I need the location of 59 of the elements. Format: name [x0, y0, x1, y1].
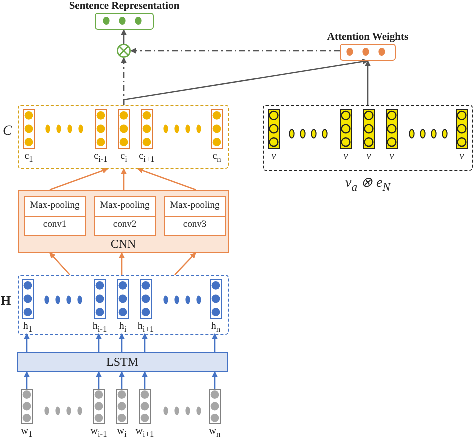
vector-label: v: [272, 152, 276, 162]
block-label: LSTM: [106, 356, 138, 368]
arrow: [365, 60, 371, 105]
vector-label: c$_{i+1}$: [139, 152, 155, 164]
arrow: [121, 168, 127, 190]
layer-box: [164, 196, 226, 236]
arrow: [119, 252, 125, 275]
arrow: [212, 371, 218, 389]
vector-label: c$_{i-1}$: [94, 152, 108, 164]
vector-label: h$_{i}$: [119, 322, 127, 334]
group-label: C: [3, 125, 12, 139]
vector-label: h$_{i-1}$: [92, 322, 108, 334]
arrow: [96, 333, 102, 352]
block-label: CNN: [110, 238, 136, 250]
arrow: [142, 371, 148, 389]
layer-box: [24, 196, 86, 236]
arrow: [50, 252, 70, 276]
layer-label: conv3: [183, 221, 207, 230]
vector-label: v: [344, 152, 348, 162]
group-label: H: [1, 294, 12, 307]
vector-label: v: [366, 152, 372, 162]
arrow: [142, 333, 148, 352]
heading: Sentence Representation: [69, 2, 180, 12]
arrow: [174, 252, 196, 276]
layer-box: [94, 196, 156, 236]
vector-label: w$_{i+1}$: [136, 427, 154, 440]
arrow: [119, 333, 125, 352]
vector-label: h$_{i+1}$: [138, 322, 154, 334]
arrow: [119, 371, 125, 389]
arrow: [96, 371, 102, 389]
arrow: [24, 333, 30, 352]
arrow: [50, 168, 109, 191]
vector-label: c$_{n}$: [212, 152, 222, 164]
arrow: [24, 371, 30, 389]
arrow: [130, 48, 340, 54]
arrow: [212, 333, 218, 352]
layer-label: Max-pooling: [100, 202, 150, 212]
arrow: [121, 29, 127, 44]
vector-label: v: [460, 152, 464, 162]
multiply-circle-icon: [117, 44, 131, 58]
vector-label: w$_{n}$: [209, 427, 221, 440]
vector-label: v: [390, 152, 394, 162]
layer-label: Max-pooling: [30, 202, 80, 212]
arrow: [123, 58, 369, 105]
vector-label: w$_{i}$: [117, 427, 127, 440]
vector-label: c$_{i}$: [120, 152, 128, 164]
formula-label: v$_{a}$ ⊗ e$_{N}$: [345, 177, 391, 194]
lstm-block: [17, 352, 228, 372]
heading: Attention Weights: [327, 32, 409, 43]
layer-label: Max-pooling: [170, 202, 220, 212]
vector-label: c$_{1}$: [24, 152, 34, 164]
vector-label: w$_{1}$: [21, 427, 33, 440]
cnn-block: [18, 190, 229, 253]
arrow: [137, 168, 196, 191]
layer-label: conv2: [113, 221, 137, 230]
vector-label: w$_{i-1}$: [90, 427, 108, 440]
vector-label: h$_{n}$: [211, 322, 221, 334]
vector-label: h$_{1}$: [23, 322, 33, 334]
layer-label: conv1: [43, 221, 67, 230]
